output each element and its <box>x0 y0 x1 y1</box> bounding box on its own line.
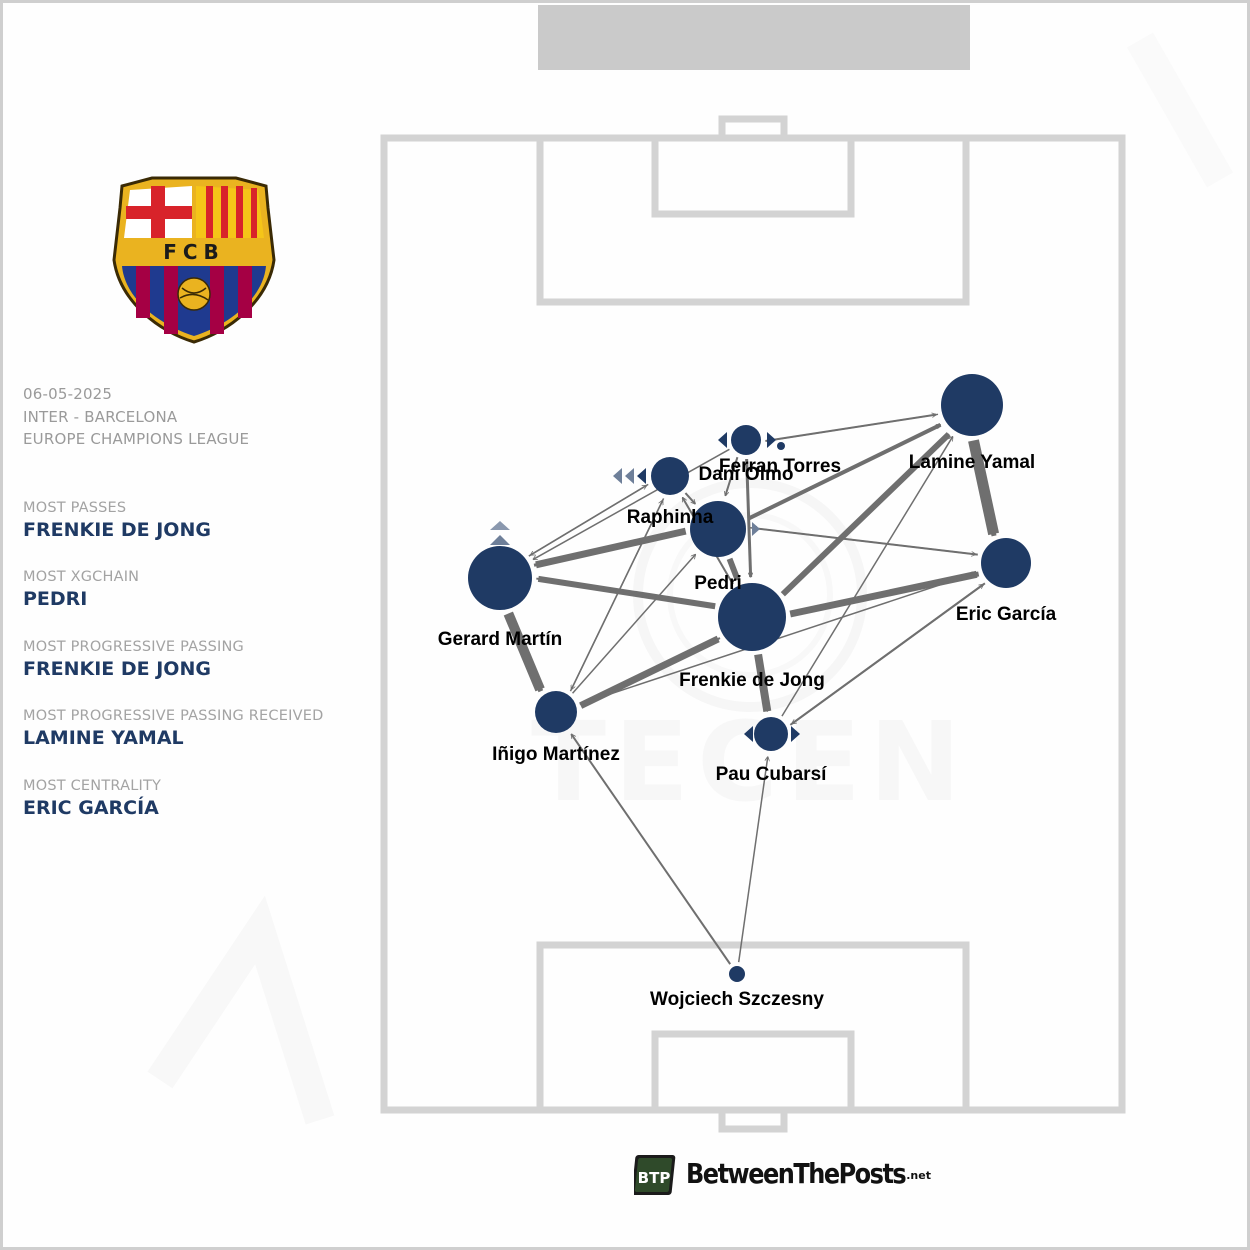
stat-most-progressive-passing: MOST PROGRESSIVE PASSING FRENKIE DE JONG <box>23 639 244 680</box>
stat-value: PEDRI <box>23 588 88 610</box>
label-dani-olmo: Dani Olmo <box>698 464 793 485</box>
stat-most-progressive-received: MOST PROGRESSIVE PASSING RECEIVED LAMINE… <box>23 708 323 749</box>
pass-edge-torres-to-martin <box>533 448 730 559</box>
pass-edge-pedri-to-yamal <box>747 423 941 521</box>
node-ferran-torres <box>731 425 761 455</box>
brand-suffix: .net <box>906 1168 931 1182</box>
pass-edge-torres-to-dejong <box>745 458 751 577</box>
top-goal <box>718 115 788 142</box>
svg-text:TECEN: TECEN <box>531 698 969 826</box>
label-frenkie-de-jong: Frenkie de Jong <box>679 670 825 691</box>
marker-martin-2 <box>490 535 510 545</box>
background-watermark: TECEN <box>147 32 1234 1125</box>
stat-most-passes: MOST PASSES FRENKIE DE JONG <box>23 500 211 541</box>
fc-barcelona-crest: FCB <box>112 176 276 344</box>
title-banner <box>538 5 970 70</box>
pass-edge-martin-to-dejong <box>536 577 713 606</box>
brand-name: BetweenThePosts <box>686 1157 907 1191</box>
pass-edges <box>503 413 999 965</box>
node-pedri <box>690 501 746 557</box>
stat-most-centrality: MOST CENTRALITY ERIC GARCÍA <box>23 778 161 819</box>
direction-markers <box>490 432 800 742</box>
node-inigo-martinez <box>535 691 577 733</box>
pass-edge-dejong-to-cubarsi <box>754 653 772 712</box>
marker-pedri-right <box>752 522 760 536</box>
pass-edge-torres-to-pedri <box>725 456 739 495</box>
stat-label: MOST PASSES <box>23 500 127 516</box>
label-eric-garcia: Eric García <box>956 604 1057 625</box>
node-gerard-martin <box>468 546 532 610</box>
pass-edge-szczesny-to-cubarsi <box>737 757 768 963</box>
marker-torres-right <box>767 432 776 448</box>
top-penalty-box <box>536 134 970 306</box>
marker-olmo-2 <box>625 468 634 484</box>
betweentheposts-logo: BTP BetweenThePosts .net <box>634 1148 931 1200</box>
match-fixture: INTER - BARCELONA <box>23 407 178 426</box>
stat-label: MOST PROGRESSIVE PASSING <box>23 639 244 655</box>
btp-badge-icon: BTP <box>634 1155 676 1195</box>
crest-text: FCB <box>163 240 225 264</box>
label-raphinha: Raphinha <box>627 507 714 528</box>
node-frenkie-de-jong <box>718 583 786 651</box>
pass-edge-garcia-to-cubarsi <box>792 582 986 723</box>
pass-edge-inigo-to-martin <box>506 615 544 693</box>
pass-edge-olmo-to-inigo <box>571 498 665 689</box>
label-wojciech-szczesny: Wojciech Szczesny <box>650 989 824 1010</box>
match-date: 06-05-2025 <box>23 385 113 403</box>
node-dani-olmo <box>651 457 689 495</box>
pass-edge-szczesny-to-inigo <box>570 734 732 965</box>
pass-edge-martin-to-pedri <box>533 532 684 567</box>
pass-edge-pedri-to-dejong <box>726 557 741 580</box>
pass-edge-yamal-to-torres <box>767 413 939 440</box>
marker-torres-dot <box>777 442 785 450</box>
pass-edge-pedri-to-garcia <box>750 527 975 555</box>
node-lamine-yamal <box>941 374 1003 436</box>
label-gerard-martin: Gerard Martín <box>438 629 563 650</box>
bottom-penalty-box <box>536 941 970 1114</box>
match-competition: EUROPE CHAMPIONS LEAGUE <box>23 430 250 448</box>
pitch <box>380 115 1126 1133</box>
pass-edge-olmo-to-pedri <box>684 492 695 504</box>
pass-edge-cubarsi-to-yamal <box>781 437 953 717</box>
stat-label: MOST CENTRALITY <box>23 778 162 794</box>
marker-torres-left <box>718 432 727 448</box>
btp-badge-text: BTP <box>638 1169 671 1187</box>
node-wojciech-szczesny <box>729 966 745 982</box>
player-nodes <box>468 374 1031 982</box>
label-pedri: Pedri <box>694 573 742 594</box>
bottom-goal <box>718 1106 788 1133</box>
label-ferran-torres: Ferran Torres <box>719 456 841 477</box>
top-goal-area <box>651 134 855 218</box>
marker-olmo-3 <box>637 468 646 484</box>
marker-cubarsi-right <box>791 726 800 742</box>
label-pau-cubarsi: Pau Cubarsí <box>716 764 828 785</box>
pass-edge-dejong-to-yamal <box>780 432 951 597</box>
label-lamine-yamal: Lamine Yamal <box>909 452 1035 473</box>
player-labels: Lamine Yamal Ferran Torres Dani Olmo Rap… <box>438 452 1057 1010</box>
node-eric-garcia <box>981 538 1031 588</box>
stat-label: MOST PROGRESSIVE PASSING RECEIVED <box>23 708 324 724</box>
marker-olmo-1 <box>613 468 622 484</box>
pass-edge-garcia-to-yamal <box>971 442 997 537</box>
pass-edge-dejong-to-inigo <box>582 637 721 706</box>
label-inigo-martinez: Iñigo Martínez <box>492 744 620 765</box>
pass-edge-inigo-to-pedri <box>572 554 696 694</box>
stat-most-xgchain: MOST XGCHAIN PEDRI <box>23 569 139 610</box>
match-info: 06-05-2025 INTER - BARCELONA EUROPE CHAM… <box>23 383 249 451</box>
stat-value: FRENKIE DE JONG <box>23 519 211 541</box>
stat-label: MOST XGCHAIN <box>23 569 140 585</box>
bottom-goal-area <box>651 1030 855 1114</box>
stat-value: LAMINE YAMAL <box>23 727 184 749</box>
marker-martin-1 <box>490 521 510 530</box>
marker-cubarsi-left <box>744 726 753 742</box>
stat-value: FRENKIE DE JONG <box>23 658 211 680</box>
node-pau-cubarsi <box>754 717 788 751</box>
pass-edge-garcia-to-dejong <box>792 571 980 617</box>
pass-edge-martin-to-olmo <box>528 485 647 557</box>
stat-value: ERIC GARCÍA <box>23 797 159 819</box>
